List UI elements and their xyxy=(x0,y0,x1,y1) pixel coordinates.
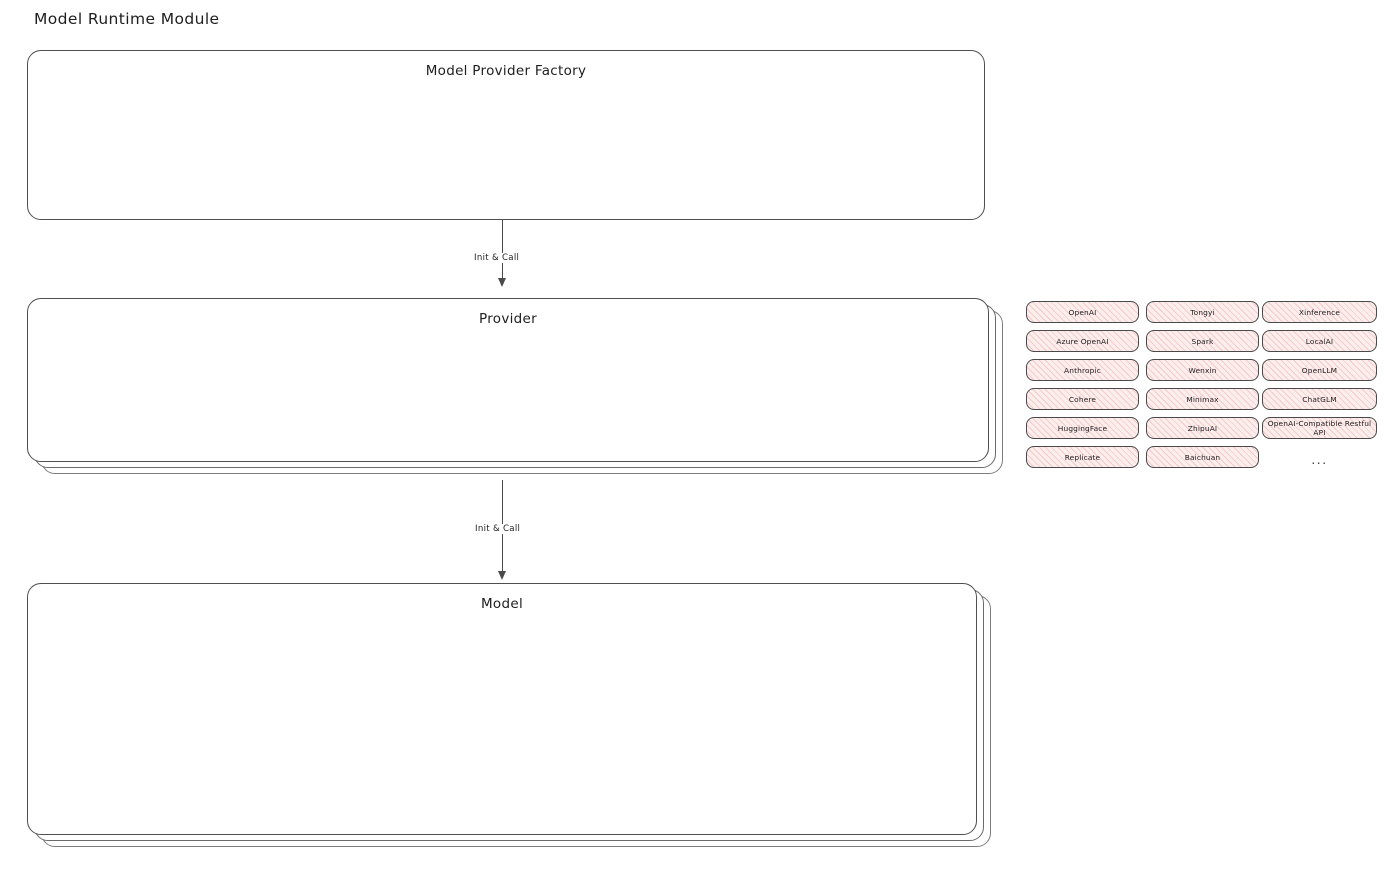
provider-frame: Provider xyxy=(27,298,989,462)
model-provider-factory-title: Model Provider Factory xyxy=(425,63,587,79)
provider-tag-spark[interactable]: Spark xyxy=(1146,330,1259,352)
provider-tag-openai-compatible-restful-api[interactable]: OpenAI-Compatible Restful API xyxy=(1262,417,1377,439)
provider-tag-huggingface[interactable]: HuggingFace xyxy=(1026,417,1139,439)
arrow-label-init-and-call-2: Init & Call xyxy=(472,524,524,534)
provider-tag-openllm[interactable]: OpenLLM xyxy=(1262,359,1377,381)
provider-tag-chatglm[interactable]: ChatGLM xyxy=(1262,388,1377,410)
provider-list-ellipsis: ... xyxy=(1311,453,1328,467)
provider-tag-xinference[interactable]: Xinference xyxy=(1262,301,1377,323)
provider-tag-replicate[interactable]: Replicate xyxy=(1026,446,1139,468)
model-frame: Model xyxy=(27,583,977,835)
arrow-label-init-and-call-1: Init & Call xyxy=(471,253,523,263)
provider-tag-anthropic[interactable]: Anthropic xyxy=(1026,359,1139,381)
provider-tag-cohere[interactable]: Cohere xyxy=(1026,388,1139,410)
model-provider-factory-frame: Model Provider Factory xyxy=(27,50,985,220)
arrow-factory-to-provider-head xyxy=(498,278,506,287)
provider-tag-openai[interactable]: OpenAI xyxy=(1026,301,1139,323)
arrow-factory-to-provider-line xyxy=(502,220,504,282)
provider-tag-azure-openai[interactable]: Azure OpenAI xyxy=(1026,330,1139,352)
page-title: Model Runtime Module xyxy=(34,10,220,28)
provider-title: Provider xyxy=(479,311,537,327)
model-title: Model xyxy=(480,596,524,612)
provider-tag-wenxin[interactable]: Wenxin xyxy=(1146,359,1259,381)
provider-tag-zhipuai[interactable]: ZhipuAI xyxy=(1146,417,1259,439)
provider-tag-minimax[interactable]: Minimax xyxy=(1146,388,1259,410)
provider-tag-localai[interactable]: LocalAI xyxy=(1262,330,1377,352)
provider-tag-baichuan[interactable]: Baichuan xyxy=(1146,446,1259,468)
arrow-provider-to-model-head xyxy=(498,571,506,580)
provider-tag-tongyi[interactable]: Tongyi xyxy=(1146,301,1259,323)
